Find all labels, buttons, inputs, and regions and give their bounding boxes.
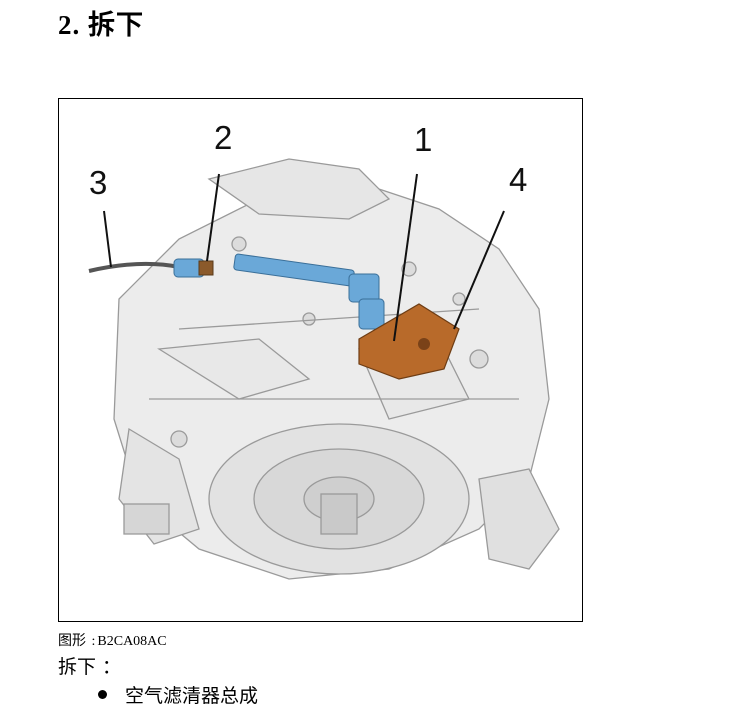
- callout-leaders: [103, 173, 505, 342]
- bullet-icon: [98, 690, 107, 699]
- transmission-illustration: 1 2 3 4: [88, 119, 560, 580]
- cable-clip: [198, 260, 214, 276]
- support-bracket: [358, 303, 460, 380]
- instruction-heading: 拆下 ：: [58, 656, 122, 678]
- illustration-figure: 1 2 3 4: [58, 98, 583, 622]
- control-cable: [88, 261, 180, 273]
- callout-4: 4: [509, 161, 527, 198]
- list-item: 空气滤清器总成: [98, 681, 258, 708]
- gearbox-housing: [113, 158, 560, 580]
- caption-code: B2CA08AC: [97, 634, 167, 649]
- caption-separator: :: [91, 634, 96, 649]
- list-item-text: 空气滤清器总成: [125, 685, 259, 707]
- callout-3: 3: [89, 164, 107, 201]
- cable-sleeve-blue: [173, 253, 385, 330]
- caption-label: 图形: [58, 634, 86, 649]
- page-title: 2. 拆下: [58, 10, 144, 40]
- callout-1: 1: [414, 121, 432, 158]
- callout-2: 2: [214, 119, 232, 156]
- figure-caption: 图形 :B2CA08AC: [58, 630, 169, 650]
